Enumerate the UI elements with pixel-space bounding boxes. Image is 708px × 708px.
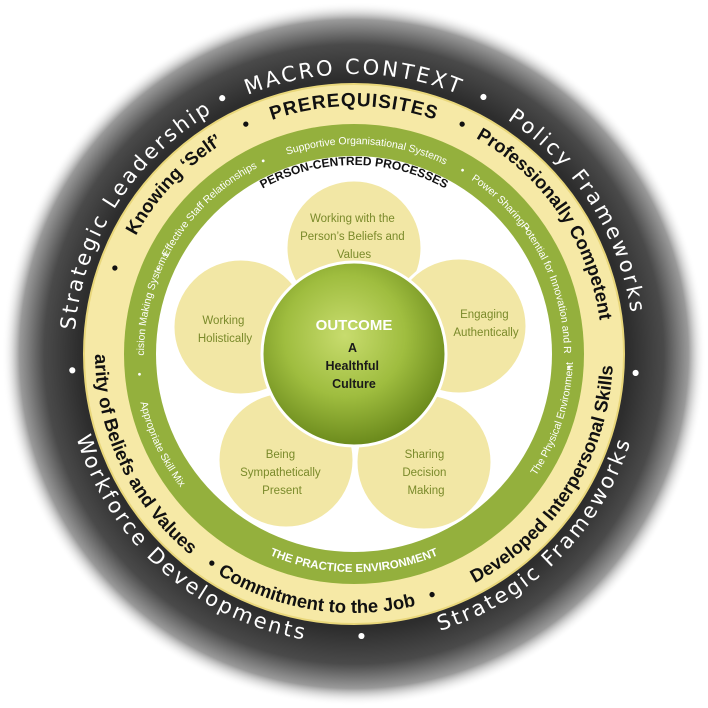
macro-separator: • <box>59 363 84 379</box>
env-separator: • <box>260 156 268 168</box>
petal-label-beliefs-and-values: Working with the Person’s Beliefs and Va… <box>300 213 408 261</box>
outcome-centre <box>260 260 448 448</box>
env-separator: • <box>133 372 144 377</box>
env-separator: • <box>153 265 165 273</box>
env-separator: • <box>520 224 531 234</box>
petal-label-sharing-decision-making: Sharing Decision Making <box>402 449 449 497</box>
env-separator: • <box>458 165 467 177</box>
outcome-label: A Healthful Culture <box>326 341 383 391</box>
macro-separator: • <box>355 625 371 649</box>
petal-label-sympathetically-present: Being Sympathetically Present <box>240 449 324 497</box>
env-separator: • <box>564 365 575 370</box>
outcome-title: OUTCOME <box>316 317 393 334</box>
macro-separator: • <box>624 363 649 379</box>
petal-label-engaging-authentically: Engaging Authentically <box>453 309 518 339</box>
petal-label-working-holistically: Working Holistically <box>198 315 253 345</box>
